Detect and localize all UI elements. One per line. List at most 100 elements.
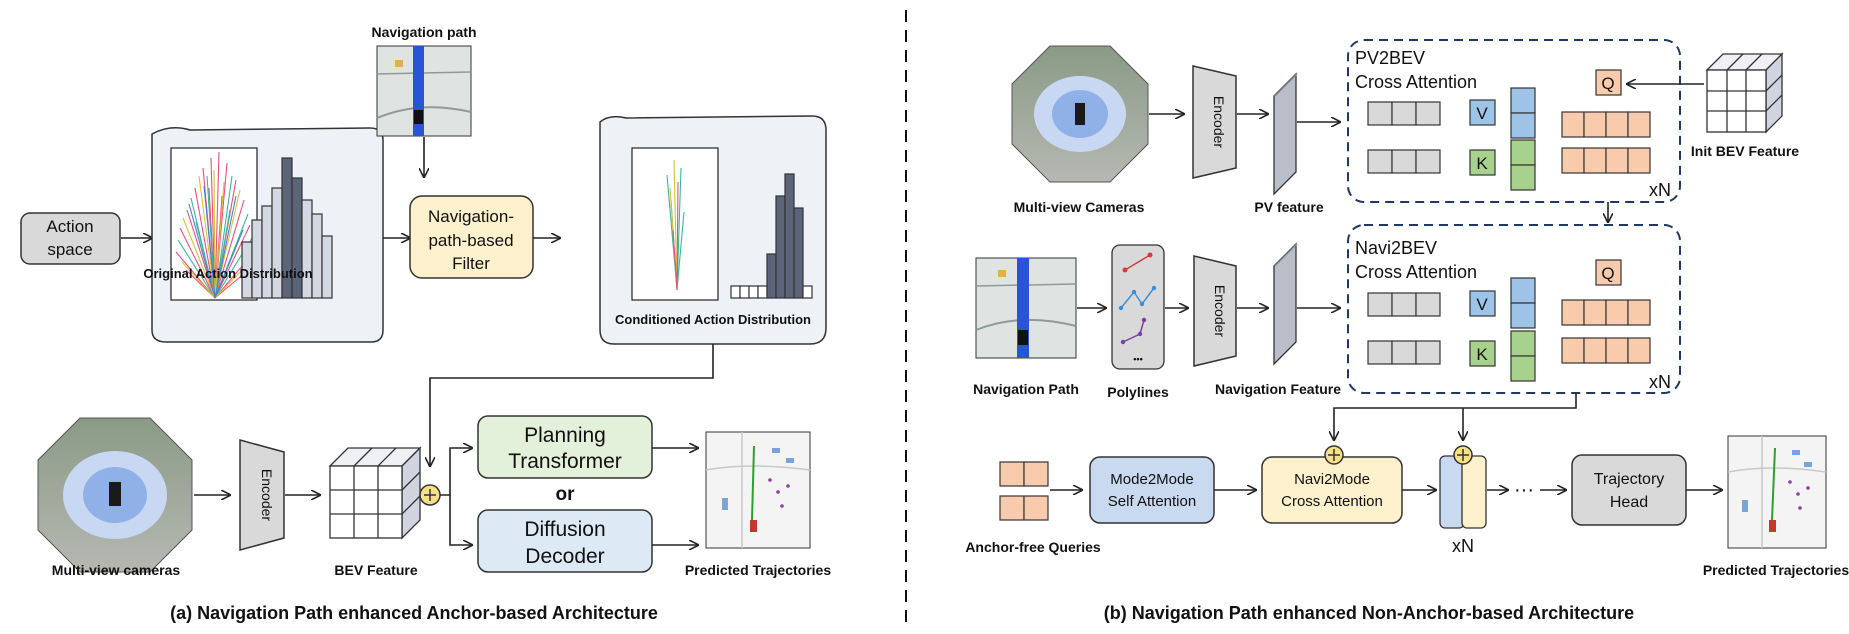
action-space-line-2: space	[47, 240, 92, 259]
navi2bev-line-1: Navi2BEV	[1355, 238, 1437, 258]
q-label: Q	[1601, 74, 1614, 93]
ellipsis: ···	[1514, 479, 1534, 501]
navi2bev-line-2: Cross Attention	[1355, 262, 1477, 282]
arrow	[430, 344, 714, 466]
nav-path-label: Navigation path	[371, 24, 476, 40]
k-label: K	[1476, 154, 1488, 173]
feature-bar-blue	[1439, 455, 1465, 529]
queries-label: Anchor-free Queries	[965, 539, 1101, 555]
predicted-trajectories-image	[1727, 435, 1827, 549]
cameras-label: Multi-view Cameras	[1014, 199, 1145, 215]
k-label: K	[1476, 345, 1488, 364]
or-label: or	[556, 484, 576, 505]
encoder-label: Encoder	[259, 469, 275, 521]
arrow	[1334, 393, 1577, 440]
nav-path-image	[376, 45, 472, 137]
planning-line-1: Planning	[524, 424, 606, 447]
traj-head-line-1: Trajectory	[1594, 471, 1665, 488]
pv-feature-slab	[1273, 72, 1297, 196]
encoder-label: Encoder	[1212, 285, 1228, 337]
nav-path-label: Navigation Path	[973, 381, 1079, 397]
encoder-block	[239, 439, 285, 551]
navi2bev-stack	[1510, 277, 1536, 382]
bev-feature-cube	[328, 446, 422, 540]
k-box	[1469, 340, 1496, 367]
polylines-more: •••	[1133, 354, 1142, 364]
navi2mode-line-1: Navi2Mode	[1294, 471, 1370, 488]
mode2mode-box	[1089, 456, 1215, 524]
k-box	[1469, 149, 1496, 176]
pv2bev-value-cells	[1367, 101, 1441, 174]
mode2mode-line-1: Mode2Mode	[1110, 471, 1193, 488]
bev-feature-label: BEV Feature	[334, 562, 417, 578]
pv2bev-stack	[1510, 87, 1536, 191]
navigation-feature-label: Navigation Feature	[1215, 381, 1341, 397]
pv-feature-label: PV feature	[1254, 199, 1323, 215]
navigation-feature-slab	[1273, 242, 1297, 366]
encoder-block	[1193, 255, 1237, 367]
right-caption: (b) Navigation Path enhanced Non-Anchor-…	[1104, 603, 1634, 623]
trajectory-fan	[175, 151, 255, 299]
navigation-path-filter	[409, 195, 534, 279]
conditioned-histogram	[730, 173, 813, 299]
filter-line-1: Navigation-	[428, 207, 514, 226]
diffusion-decoder-box	[477, 509, 653, 573]
trajectory-narrow	[666, 159, 685, 291]
arrow	[449, 495, 472, 545]
polylines-icons	[1118, 252, 1157, 345]
cameras-label: Multi-view cameras	[52, 562, 181, 578]
q-box	[1595, 69, 1622, 96]
left-panel: Action space Original Action Distributio…	[20, 24, 832, 623]
pv2bev-query-cells	[1561, 111, 1651, 174]
conditioned-distribution-label: Conditioned Action Distribution	[615, 312, 811, 327]
navi2bev-block	[1347, 224, 1681, 394]
init-bev-cube	[1705, 52, 1784, 134]
left-caption: (a) Navigation Path enhanced Anchor-base…	[170, 603, 658, 623]
q-box	[1595, 259, 1622, 286]
trajectory-head-box	[1571, 454, 1687, 526]
init-bev-label: Init BEV Feature	[1691, 143, 1799, 159]
predicted-label: Predicted Trajectories	[1703, 562, 1849, 578]
v-label: V	[1476, 295, 1488, 314]
arrow	[440, 448, 472, 496]
nav-path-image	[975, 257, 1077, 359]
original-distribution-label: Original Action Distribution	[143, 266, 312, 281]
feature-bar-yellow	[1461, 455, 1487, 529]
original-histogram	[241, 157, 333, 299]
encoder-block	[1192, 65, 1237, 179]
navi2mode-box	[1261, 456, 1403, 524]
pv2bev-line-1: PV2BEV	[1355, 48, 1425, 68]
diffusion-line-2: Decoder	[525, 545, 604, 568]
predicted-label: Predicted Trajectories	[685, 562, 832, 578]
q-label: Q	[1601, 264, 1614, 283]
traj-head-line-2: Head	[1610, 494, 1648, 511]
predicted-trajectories-image	[705, 431, 811, 549]
planning-transformer-box	[477, 415, 653, 479]
action-space-box	[20, 212, 121, 265]
filter-line-2: path-based	[428, 231, 513, 250]
encoder-label: Encoder	[1211, 96, 1227, 148]
polylines-label: Polylines	[1107, 384, 1169, 400]
v-label: V	[1476, 104, 1488, 123]
right-panel: Multi-view Cameras Encoder PV feature PV…	[965, 39, 1849, 623]
polylines-box	[1111, 244, 1165, 370]
action-space-line-1: Action	[46, 217, 93, 236]
navi2bev-value-cells	[1367, 292, 1441, 365]
navi2bev-query-cells	[1561, 299, 1651, 364]
navi2bev-repeat: xN	[1649, 372, 1671, 392]
v-box	[1469, 290, 1496, 317]
filter-line-3: Filter	[452, 254, 490, 273]
diffusion-line-1: Diffusion	[524, 518, 605, 541]
anchor-free-queries	[999, 461, 1049, 521]
mode2mode-line-2: Self Attention	[1108, 493, 1196, 510]
pv2bev-repeat: xN	[1649, 180, 1671, 200]
planning-line-2: Transformer	[508, 450, 622, 473]
pv2bev-block	[1347, 39, 1681, 203]
pv2bev-line-2: Cross Attention	[1355, 72, 1477, 92]
v-box	[1469, 99, 1496, 126]
multi-view-cameras-image	[1011, 45, 1149, 183]
decoder-repeat: xN	[1452, 536, 1474, 556]
multi-view-cameras-image	[37, 417, 193, 573]
navi2mode-line-2: Cross Attention	[1281, 493, 1383, 510]
